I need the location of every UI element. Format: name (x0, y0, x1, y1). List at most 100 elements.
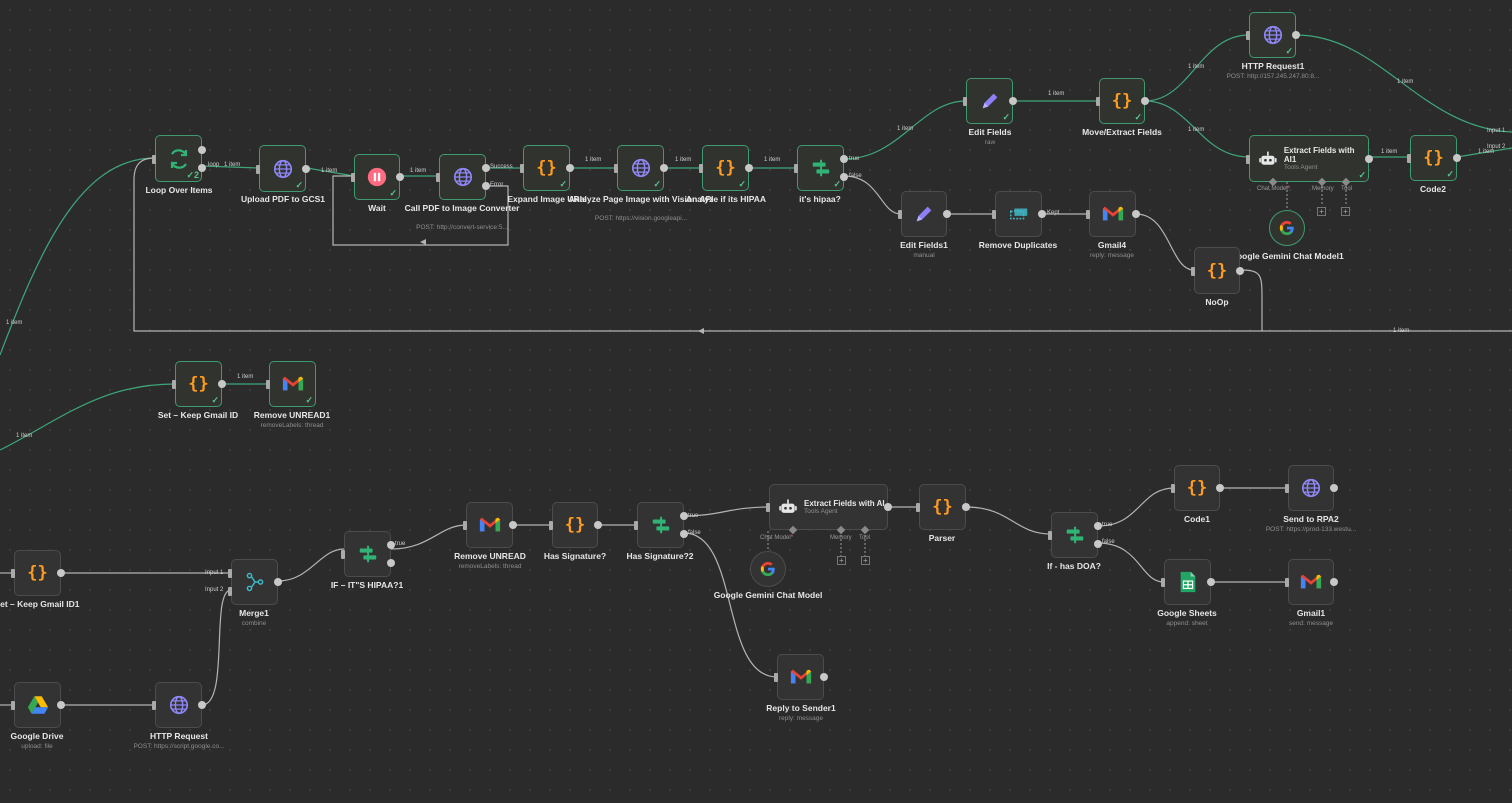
node-gmail4[interactable] (1086, 191, 1140, 237)
node-noop[interactable]: {} (1191, 247, 1244, 294)
output-port[interactable] (1292, 31, 1300, 39)
node-analyze-hipaa[interactable]: {} ✓ (699, 145, 753, 191)
node-its-hipaa[interactable]: ✓ (794, 145, 848, 191)
node-analyze-page-image[interactable]: ✓ (614, 145, 668, 191)
output-port[interactable] (57, 701, 65, 709)
node-wait[interactable]: ✓ (351, 154, 404, 200)
output-port[interactable] (1330, 578, 1338, 586)
add-tool-button[interactable]: + (861, 556, 870, 565)
output-port[interactable] (566, 164, 574, 172)
output-port[interactable] (1207, 578, 1215, 586)
node-extract-fields-ai1[interactable]: Extract Fields with AI1 Tools Agent ✓ (1246, 135, 1373, 182)
output-port-true[interactable] (387, 541, 395, 550)
output-port[interactable] (943, 210, 951, 218)
node-edit-fields[interactable]: ✓ (963, 78, 1017, 124)
input-port[interactable] (341, 550, 345, 559)
output-port[interactable] (594, 521, 602, 529)
node-gemini-chat-model1[interactable] (1269, 210, 1305, 246)
output-port-false[interactable] (1094, 539, 1102, 548)
output-port[interactable] (302, 164, 310, 173)
input-port[interactable] (916, 503, 920, 512)
node-remove-duplicates[interactable] (992, 191, 1046, 237)
input-port[interactable] (1246, 31, 1250, 40)
input-port[interactable] (351, 173, 355, 182)
node-remove-unread[interactable] (463, 502, 517, 548)
output-port[interactable] (1141, 97, 1149, 105)
node-code2[interactable]: {} ✓ (1407, 135, 1461, 181)
output-port[interactable] (1453, 154, 1461, 162)
input-port[interactable] (794, 164, 798, 173)
output-port[interactable] (745, 164, 753, 172)
output-port-success[interactable] (482, 164, 490, 173)
output-port[interactable] (820, 673, 828, 681)
node-send-rpa2[interactable] (1285, 465, 1338, 511)
input-port[interactable] (1171, 484, 1175, 493)
input-port[interactable] (992, 210, 996, 219)
input-port[interactable] (1191, 266, 1195, 276)
add-memory-button[interactable]: + (837, 556, 846, 565)
input-port[interactable] (1161, 578, 1165, 587)
node-parser[interactable]: {} (916, 484, 970, 530)
output-port-true[interactable] (1094, 522, 1102, 531)
input-port-2[interactable] (228, 586, 232, 596)
input-port[interactable] (634, 521, 638, 530)
output-port-false[interactable] (387, 558, 395, 567)
node-call-pdf-converter[interactable] (436, 154, 490, 200)
output-port[interactable] (1009, 97, 1017, 105)
output-port[interactable] (884, 503, 892, 511)
input-port[interactable] (11, 569, 15, 578)
output-port-done[interactable] (198, 163, 206, 172)
input-port[interactable] (1086, 210, 1090, 219)
input-port[interactable] (436, 173, 440, 182)
node-if-has-doa[interactable] (1048, 512, 1102, 558)
input-port[interactable] (463, 521, 467, 530)
node-set-keep-gmail[interactable]: {} ✓ (172, 361, 226, 407)
node-http-request[interactable] (152, 682, 206, 728)
output-port-error[interactable] (482, 181, 490, 190)
output-port[interactable] (218, 380, 226, 388)
input-port-1[interactable] (228, 569, 232, 579)
add-memory-button[interactable]: + (1317, 207, 1326, 216)
node-google-drive[interactable] (11, 682, 65, 728)
input-port[interactable] (699, 164, 703, 173)
output-port[interactable] (509, 521, 517, 529)
node-has-signature2[interactable] (634, 502, 688, 548)
node-google-sheets[interactable] (1161, 559, 1215, 605)
output-port-loop[interactable] (198, 145, 206, 154)
input-port[interactable] (1246, 154, 1250, 164)
output-port[interactable] (660, 164, 668, 172)
input-port[interactable] (549, 521, 553, 530)
input-port[interactable] (152, 154, 156, 164)
node-http-request1[interactable]: ✓ (1246, 12, 1300, 58)
output-port-true[interactable] (840, 155, 848, 164)
output-port[interactable] (1365, 154, 1373, 163)
node-merge1[interactable] (228, 559, 282, 605)
output-port-true[interactable] (680, 512, 688, 521)
node-upload-pdf[interactable]: ✓ (256, 145, 310, 192)
add-tool-button[interactable]: + (1341, 207, 1350, 216)
output-port[interactable] (57, 569, 65, 577)
node-remove-unread1[interactable]: ✓ (266, 361, 316, 407)
input-port[interactable] (1285, 484, 1289, 493)
input-port[interactable] (898, 210, 902, 219)
output-port[interactable] (1132, 210, 1140, 218)
output-port[interactable] (962, 503, 970, 511)
input-port[interactable] (1407, 154, 1411, 163)
input-port[interactable] (11, 701, 15, 710)
node-gemini-chat-model[interactable] (750, 551, 786, 587)
output-port-false[interactable] (680, 529, 688, 538)
node-expand-image-uris[interactable]: {} ✓ (520, 145, 574, 191)
node-move-extract-fields[interactable]: {} ✓ (1096, 78, 1149, 124)
node-has-signature[interactable]: {} (549, 502, 602, 548)
input-port[interactable] (766, 503, 770, 512)
node-code1[interactable]: {} (1171, 465, 1224, 511)
input-port[interactable] (172, 380, 176, 389)
input-port[interactable] (256, 164, 260, 174)
input-port[interactable] (152, 701, 156, 710)
output-port[interactable] (1236, 266, 1244, 275)
output-port[interactable] (396, 173, 404, 181)
node-reply-sender1[interactable] (774, 654, 828, 700)
output-port[interactable] (1038, 210, 1046, 218)
node-set-keep-gmail1[interactable]: {} (11, 550, 65, 596)
input-port[interactable] (963, 97, 967, 106)
